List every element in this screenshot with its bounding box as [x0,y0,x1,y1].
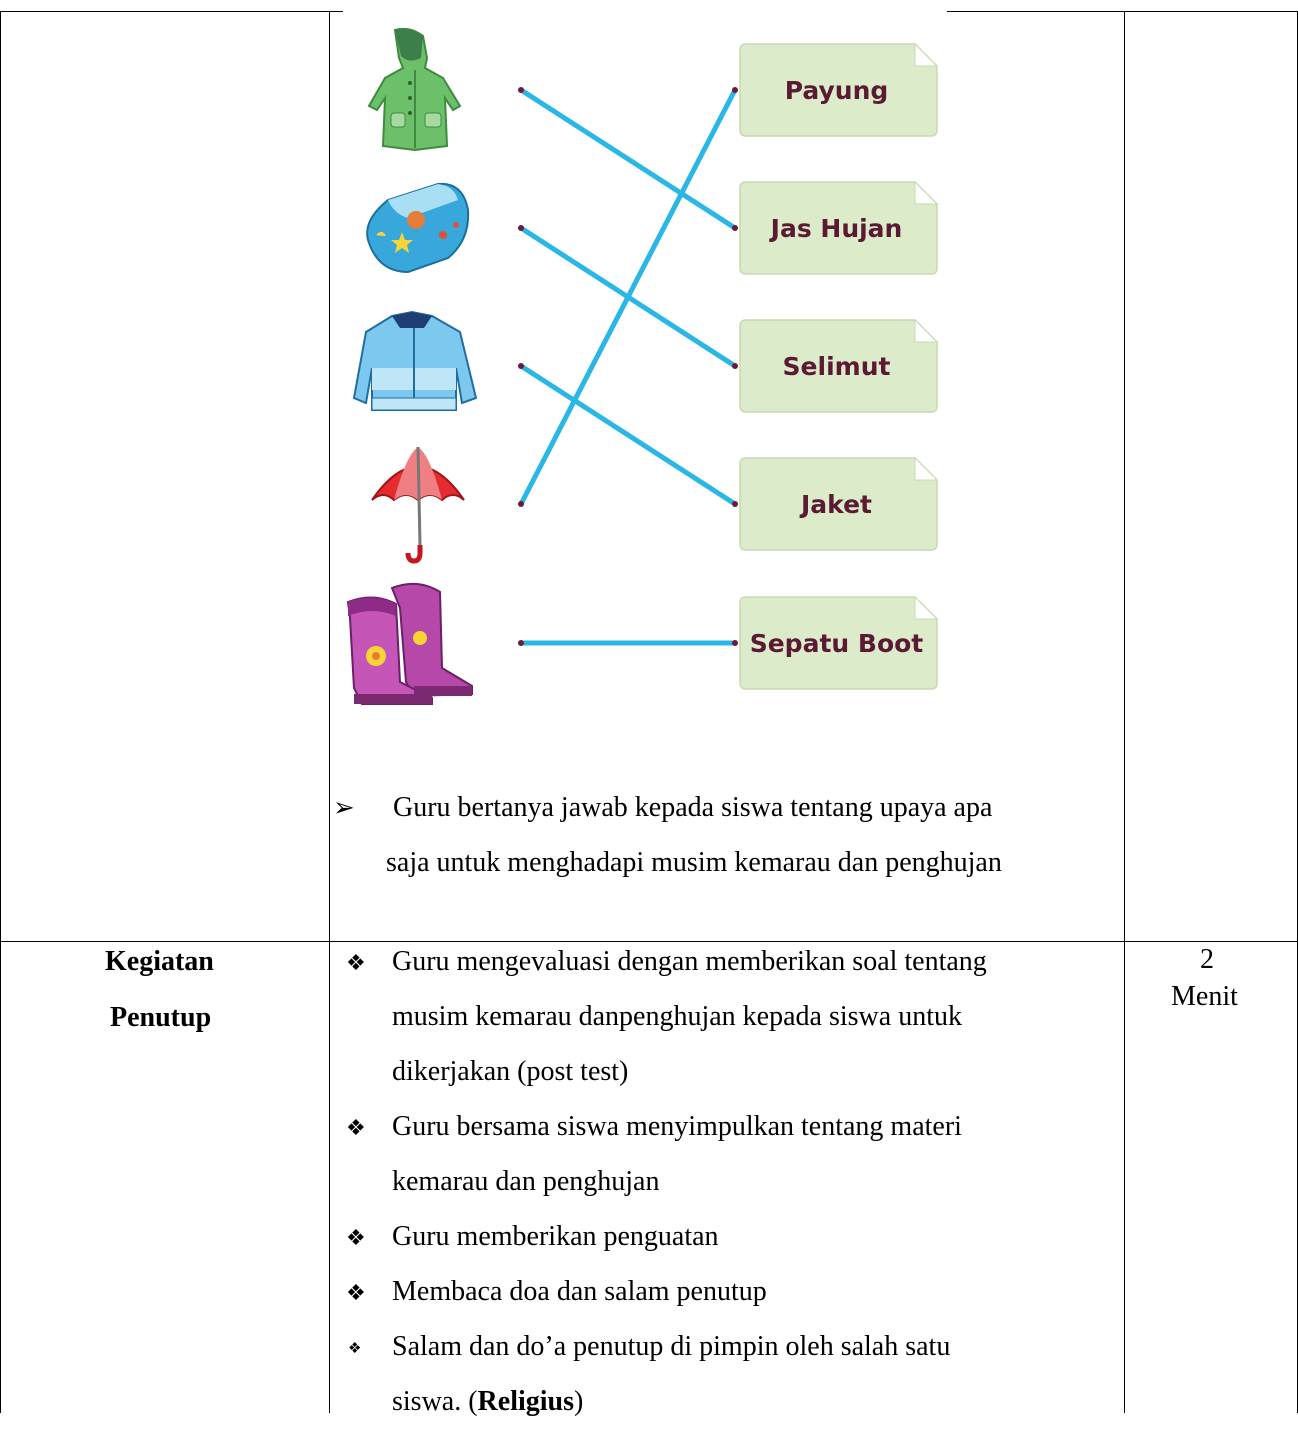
label-dot-5 [732,640,738,646]
closing-label-line-2: Penutup [110,1002,212,1033]
item-dot-1 [518,87,524,93]
closing-bullet-1-line-3: dikerjakan (post test) [392,1056,629,1087]
label-text-2: Jas Hujan [769,214,903,243]
label-card-2: Jas Hujan [739,180,939,275]
label-text-3: Selimut [783,352,891,381]
matching-lines [518,87,738,646]
label-card-3: Selimut [739,318,939,413]
match-line-1 [519,87,737,231]
item-dot-4 [518,501,524,507]
religius-tag: Religius [477,1386,575,1417]
label-card-5: Sepatu Boot [739,595,939,690]
label-card-1: Payung [739,42,939,137]
table-column-divider-1 [329,11,330,1413]
closing-bullet-1-line-1: Guru mengevaluasi dengan memberikan soal… [392,946,987,977]
closing-bullet-2-line-1: Guru bersama siswa menyimpulkan tentang … [392,1111,962,1142]
question-line-2: saja untuk menghadapi musim kemarau dan … [386,847,1002,878]
arrow-bullet-icon: ➢ [333,793,355,822]
table-top-border-right [947,11,1297,12]
jacket-icon [352,310,478,411]
label-dot-3 [732,363,738,369]
closing-bullet-5-tail: ) [574,1386,584,1417]
umbrella-icon [371,446,465,564]
label-dot-1 [732,87,738,93]
time-value: 2 [1200,944,1214,975]
match-line-4 [518,88,738,506]
bullet-3-icon: ❖ [346,1225,366,1250]
table-left-border [0,11,1,1413]
closing-label-line-1: Kegiatan [105,946,214,977]
closing-bullet-5-line-1: Salam dan do’a penutup di pimpin oleh sa… [392,1331,951,1362]
closing-bullet-3-line-1: Guru memberikan penguatan [392,1221,719,1252]
match-line-3 [519,363,737,507]
bullet-5-icon: ❖ [348,1341,362,1357]
item-dot-2 [518,225,524,231]
table-top-border-left [0,11,343,12]
item-dot-3 [518,363,524,369]
label-text-1: Payung [785,76,889,105]
bullet-4-icon: ❖ [346,1280,366,1305]
time-unit: Menit [1171,981,1238,1012]
closing-bullet-5-text: siswa. ( [392,1386,478,1417]
raincoat-icon [367,27,462,152]
item-dot-5 [518,640,524,646]
closing-bullet-2-line-2: kemarau dan penghujan [392,1166,660,1197]
label-dot-4 [732,501,738,507]
label-text-5: Sepatu Boot [750,629,924,658]
table-row-divider [0,941,1298,942]
bullet-2-icon: ❖ [346,1115,366,1140]
question-line-1: Guru bertanya jawab kepada siswa tentang… [393,792,993,823]
blanket-icon [366,182,470,274]
label-card-4: Jaket [739,456,939,551]
boots-icon [346,582,473,705]
label-dot-2 [732,225,738,231]
table-column-divider-2 [1124,11,1125,1413]
bullet-1-icon: ❖ [346,950,366,975]
closing-bullet-4-line-1: Membaca doa dan salam penutup [392,1276,767,1307]
closing-bullet-5-line-2: siswa. (Religius) [392,1374,583,1429]
closing-bullet-1-line-2: musim kemarau danpenghujan kepada siswa … [392,1001,962,1032]
label-text-4: Jaket [799,490,872,519]
